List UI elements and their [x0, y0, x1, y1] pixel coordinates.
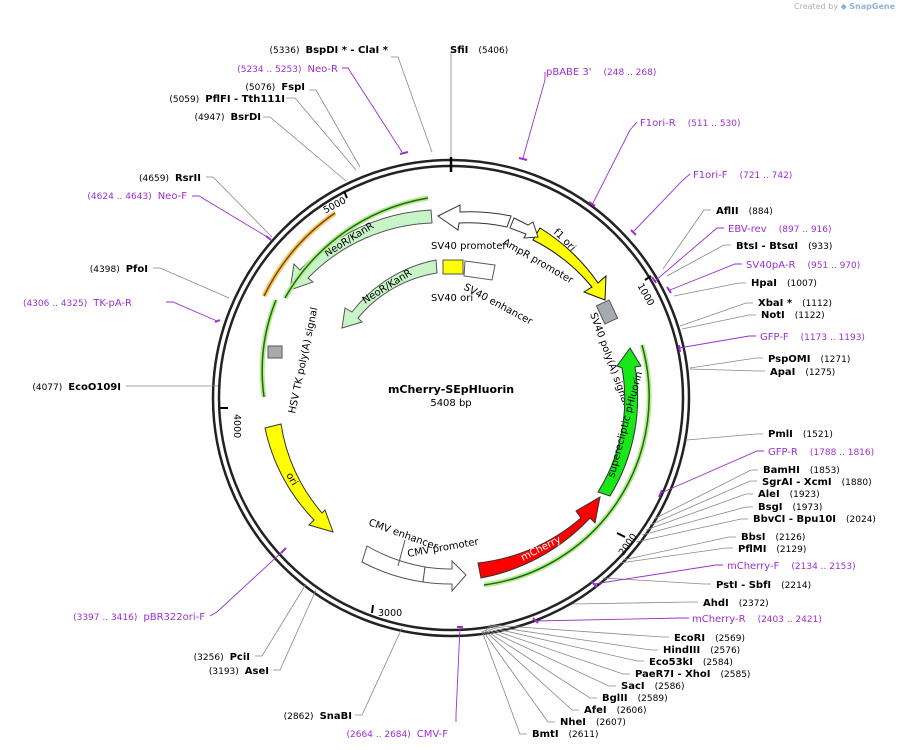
- enzyme-apai: ApaI(1275): [770, 367, 835, 378]
- primer-sv40pa-r: SV40pA-R(951 .. 970): [746, 260, 860, 271]
- enzyme-asei: (3193)AseI: [209, 666, 269, 677]
- enzyme-sfii: SfiI(5406): [450, 45, 508, 56]
- enzyme-bbsi: BbsI(2126): [741, 532, 805, 543]
- plasmid-name: mCherry-SEpHluorin: [388, 383, 514, 396]
- label-sv40-ori: SV40 ori: [431, 293, 473, 304]
- feature-neor-kanr-outer[interactable]: [289, 209, 433, 291]
- cmv-leader: [397, 539, 406, 567]
- hsv-line-arc: [261, 299, 277, 398]
- feature-sv40-polya[interactable]: [595, 299, 619, 325]
- neor-line-arc: [284, 197, 429, 299]
- enzyme-pmli: PmlI(1521): [768, 429, 833, 440]
- enzyme-bbvci-bpu10i: BbvCI - Bpu10I(2024): [753, 514, 876, 525]
- plasmid-length: 5408 bp: [430, 398, 471, 409]
- primer-tk-pa-r: (4306 .. 4325)TK-pA-R: [23, 298, 132, 309]
- label-sv40-enhancer: SV40 enhancer: [462, 282, 535, 328]
- enzyme-pflmi: PflMI(2129): [738, 544, 806, 555]
- enzyme-pcii: (3256)PciI: [194, 652, 250, 663]
- feature-f1-ori[interactable]: [532, 227, 607, 301]
- enzyme-hindiii: HindIII(2576): [663, 645, 740, 656]
- primer-mark-mcherry-r: [532, 617, 539, 624]
- tick-2000: [616, 532, 626, 538]
- primer-neo-f: (4624 .. 4643)Neo-F: [87, 191, 187, 202]
- feature-hsv-tk-polya-block[interactable]: [267, 345, 283, 359]
- tick-1000: [644, 275, 652, 281]
- enzyme-afei: AfeI(2606): [584, 705, 647, 716]
- feature-superecliptic-phluorin[interactable]: [597, 347, 642, 497]
- primer-mcherry-f: mCherry-F(2134 .. 2153): [727, 561, 856, 572]
- primer-mark-gfp-r: [658, 489, 663, 498]
- primer-mark-f1ori-r: [588, 201, 596, 207]
- primer-mark-pbabe3: [518, 157, 528, 161]
- enzyme-leaders: [126, 52, 765, 735]
- enzyme-fspi: (5076)FspI: [245, 82, 305, 93]
- tick-label-3000: 3000: [378, 608, 402, 619]
- primer-gfp-f: GFP-F(1173 .. 1193): [760, 332, 865, 343]
- credit-brand: SnapGene: [849, 2, 895, 11]
- enzyme-noti: NotI(1122): [761, 310, 825, 321]
- orange-line-arc: [263, 212, 336, 297]
- feature-mcherry[interactable]: [477, 496, 601, 579]
- snapgene-credit: Created by ◆ SnapGene: [794, 2, 895, 11]
- feature-sv40-promoter[interactable]: [437, 204, 512, 231]
- enzyme-bsrdi: (4947)BsrDI: [195, 112, 261, 123]
- enzyme-paer7i-xhoi: PaeR7I - XhoI(2585): [635, 669, 750, 680]
- enzyme-saci: SacI(2586): [621, 681, 685, 692]
- enzyme-bglii: BglII(2589): [602, 693, 668, 704]
- primer-f1ori-r: F1ori-R(511 .. 530): [640, 118, 741, 129]
- label-sv40-promoter: SV40 promoter: [431, 241, 507, 252]
- credit-prefix: Created by: [794, 2, 839, 11]
- primer-mark-sv40pa: [666, 286, 672, 294]
- enzyme-bspdi-clai: (5336)BspDI * - ClaI *: [270, 45, 389, 56]
- enzyme-btsi: BtsI - BtsαI(933): [736, 241, 832, 252]
- primer-pbr322ori-f: (3397 .. 3416)pBR322ori-F: [73, 612, 205, 623]
- primer-mark-f1ori-f: [630, 229, 637, 236]
- primer-mcherry-r: mCherry-R(2403 .. 2421): [692, 614, 822, 625]
- enzyme-sgrai-xcmi: SgrAI - XcmI(1880): [762, 477, 872, 488]
- label-neor-kanr-inner: NeoR/KanR: [361, 268, 414, 307]
- enzyme-bmti: BmtI(2611): [532, 729, 598, 740]
- primer-ebv-rev: EBV-rev(897 .. 916): [728, 224, 832, 235]
- primer-neo-r: (5234 .. 5253)Neo-R: [237, 64, 338, 75]
- enzyme-bsgi: BsgI(1973): [758, 502, 822, 513]
- tick-label-4000: 4000: [231, 414, 242, 438]
- feature-sv40-ori[interactable]: [442, 259, 464, 275]
- enzyme-snabi: (2862)SnaBI: [284, 711, 352, 722]
- enzyme-aflii: AflII(884): [716, 206, 773, 217]
- enzyme-eco53ki: Eco53kI(2584): [649, 657, 733, 668]
- primer-cmv-f: (2664 .. 2684)CMV-F: [346, 729, 448, 740]
- label-hsv-tk-polya: HSV TK poly(A) signal: [287, 306, 320, 414]
- enzyme-ecoo109i: (4077)EcoO109I: [32, 382, 121, 393]
- enzyme-rsrii: (4659)RsrII: [139, 173, 201, 184]
- primer-pbabe3: pBABE 3'(248 .. 268): [546, 67, 656, 78]
- primer-mark-tk-pa: [214, 319, 221, 323]
- enzyme-bamhi: BamHI(1853): [763, 465, 840, 476]
- enzyme-alei: AleI(1923): [758, 489, 820, 500]
- enzyme-nhei: NheI(2607): [560, 717, 626, 728]
- primer-mark-ebv: [651, 276, 657, 284]
- enzyme-ahdi: AhdI(2372): [703, 598, 769, 609]
- primer-leaders: [166, 67, 764, 722]
- phluorin-line: [483, 344, 650, 586]
- feature-neor-kanr-inner[interactable]: [341, 259, 438, 329]
- enzyme-psti-sbfi: PstI - SbfI(2214): [716, 580, 811, 591]
- feature-sv40-enhancer[interactable]: [463, 260, 496, 281]
- primer-gfp-r: GFP-R(1788 .. 1816): [768, 447, 874, 458]
- enzyme-xbai: XbaI *(1112): [758, 298, 832, 309]
- tick-3000: [371, 604, 374, 614]
- enzyme-pflfi-tth111i: (5059)PflFI - Tth111I: [169, 94, 285, 105]
- enzyme-pfoi: (4398)PfoI: [90, 264, 148, 275]
- feature-cmv-promoter[interactable]: [422, 559, 467, 593]
- primer-f1ori-f: F1ori-F(721 .. 742): [693, 170, 792, 181]
- feature-ori[interactable]: [264, 423, 334, 533]
- tick-5000: [343, 190, 348, 199]
- feature-ampr-promoter[interactable]: [509, 217, 539, 239]
- enzyme-ecori: EcoRI(2569): [674, 633, 745, 644]
- enzyme-pspomi: PspOMI(1271): [768, 354, 850, 365]
- snapgene-logo: ◆: [840, 2, 847, 11]
- primer-mark-neo-r: [399, 151, 409, 155]
- primer-mark-gfp-f: [678, 344, 681, 353]
- enzyme-hpai: HpaI(1007): [751, 278, 817, 289]
